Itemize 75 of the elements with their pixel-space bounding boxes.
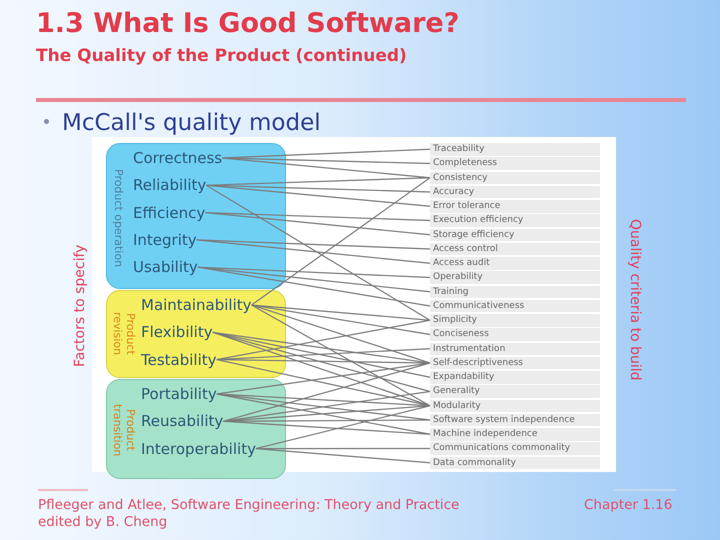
connector-line	[216, 393, 430, 435]
factor-group-box	[106, 143, 286, 289]
bullet-text: McCall's quality model	[62, 109, 321, 138]
criterion-row: Instrumentation	[430, 342, 600, 355]
connector-line	[212, 332, 430, 378]
connector-line	[206, 184, 430, 193]
criterion-row: Simplicity	[430, 314, 600, 326]
group-heading: Product operation	[112, 168, 125, 270]
connector-line	[206, 177, 430, 186]
criterion-row: Machine independence	[430, 428, 600, 440]
connector-line	[251, 177, 430, 306]
connector-line	[251, 304, 430, 406]
criterion-row: Expandability	[430, 371, 600, 384]
criterion-row: Training	[430, 286, 600, 298]
connector-line	[212, 332, 430, 406]
connector-line	[223, 419, 430, 422]
factor-label: Testability	[141, 350, 217, 369]
factor-label: Interoperability	[141, 440, 256, 458]
connector-line	[256, 448, 430, 464]
slide-subtitle: The Quality of the Product (continued)	[36, 45, 407, 68]
connector-line	[212, 332, 430, 392]
page-number: Chapter 1.16	[584, 497, 672, 513]
connector-line	[216, 320, 430, 360]
footer-text: edited by B. Cheng	[38, 514, 168, 530]
connector-line	[206, 184, 430, 321]
criterion-row: Consistency	[430, 172, 600, 184]
connector-line	[205, 212, 430, 222]
factor-label: Reliability	[133, 176, 206, 194]
factor-label: Portability	[141, 385, 217, 403]
factor-label: Reusability	[141, 412, 224, 430]
connector-line	[251, 304, 430, 321]
criterion-row: Storage efficiency	[430, 228, 600, 241]
axis-caption: Quality criteria to build	[626, 218, 644, 383]
footer-text: Pfleeger and Atlee, Software Engineering: Theory and Practice	[38, 497, 460, 513]
factor-group-box	[106, 379, 286, 479]
criterion-row: Conciseness	[430, 328, 600, 341]
connector-line	[205, 212, 430, 236]
connector-line	[196, 239, 430, 264]
criterion-row: Accuracy	[430, 186, 600, 198]
factor-label: Integrity	[133, 230, 197, 249]
connector-line	[198, 266, 430, 307]
group-heading: Product revision	[111, 311, 137, 358]
criterion-row: Communications commonality	[430, 442, 600, 455]
criterion-row: Self-descriptiveness	[430, 356, 600, 370]
criterion-row: Software system independence	[430, 414, 600, 426]
criterion-row: Operability	[430, 271, 600, 284]
criterion-row: Communicativeness	[430, 300, 600, 312]
connector-line	[223, 420, 430, 435]
axis-caption: Factors to specify	[71, 244, 89, 370]
criterion-row: Access control	[430, 242, 600, 256]
connector-line	[212, 332, 430, 364]
connector-line	[256, 405, 430, 450]
connector-line	[198, 266, 430, 278]
criterion-row: Generality	[430, 385, 600, 398]
connector-line	[206, 184, 430, 207]
factor-group-box	[106, 290, 286, 378]
factor-label: Maintainability	[141, 296, 252, 314]
criterion-row: Execution efficiency	[430, 214, 600, 227]
factor-label: Efficiency	[133, 204, 206, 222]
criterion-row: Access audit	[430, 257, 600, 270]
criterion-row: Completeness	[430, 157, 600, 170]
connector-line	[198, 266, 430, 292]
connector-line	[216, 362, 430, 395]
connector-line	[223, 362, 430, 422]
connector-line	[251, 304, 430, 336]
criterion-row: Error tolerance	[430, 200, 600, 212]
factor-label: Usability	[133, 258, 198, 276]
criterion-row: Traceability	[430, 143, 600, 156]
factor-label: Flexibility	[141, 323, 213, 342]
connector-line	[251, 304, 430, 364]
factor-label: Correctness	[133, 149, 222, 167]
slide-title: 1.3 What Is Good Software?	[36, 7, 460, 41]
group-heading: Product transition	[111, 402, 137, 458]
criterion-row: Modularity	[430, 400, 600, 412]
criterion-row: Data commonality	[430, 456, 600, 469]
